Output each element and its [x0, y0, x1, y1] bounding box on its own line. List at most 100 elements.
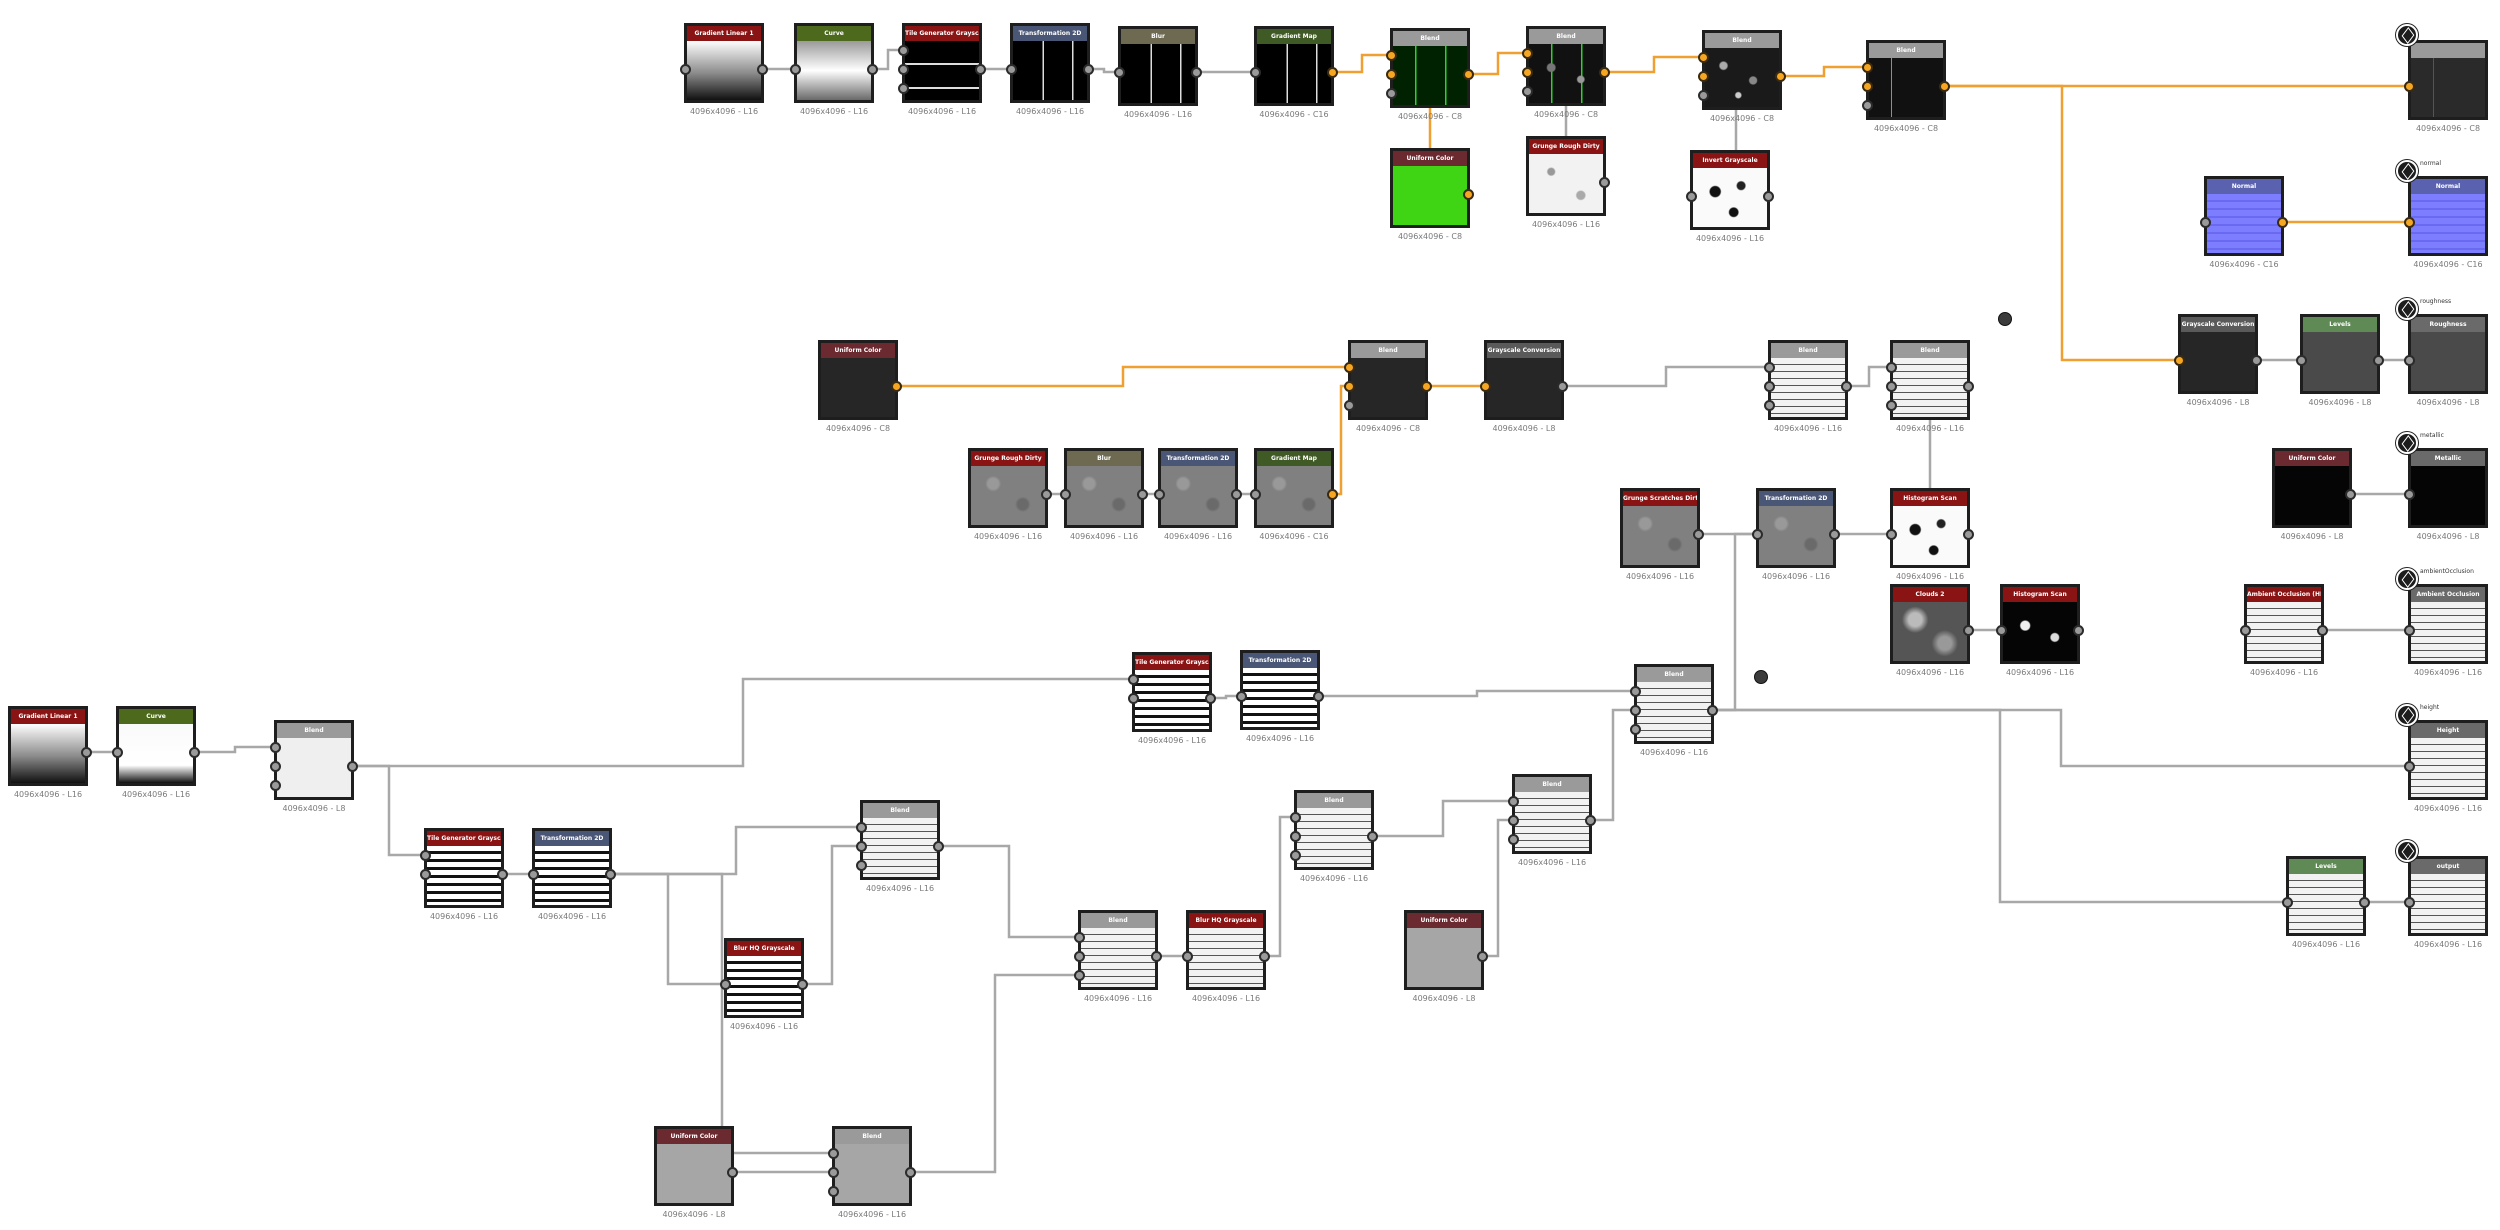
input-port[interactable] — [2404, 81, 2415, 92]
input-port[interactable] — [1862, 81, 1873, 92]
input-port[interactable] — [1886, 400, 1897, 411]
output-port[interactable] — [605, 869, 616, 880]
input-port[interactable] — [2174, 355, 2185, 366]
output-port[interactable] — [497, 869, 508, 880]
output-port[interactable] — [1137, 489, 1148, 500]
input-port[interactable] — [1698, 52, 1709, 63]
input-port[interactable] — [420, 869, 431, 880]
input-port[interactable] — [1686, 191, 1697, 202]
output-port[interactable] — [2373, 355, 2384, 366]
output-cube-icon[interactable] — [2396, 24, 2418, 46]
output-port[interactable] — [1327, 67, 1338, 78]
output-port[interactable] — [797, 979, 808, 990]
node-o1[interactable]: 4096x4096 - C8 — [2404, 40, 2488, 133]
output-port[interactable] — [1599, 67, 1610, 78]
output-port[interactable] — [975, 64, 986, 75]
output-port[interactable] — [1421, 381, 1432, 392]
input-port[interactable] — [1522, 67, 1533, 78]
input-port[interactable] — [1764, 400, 1775, 411]
output-port[interactable] — [1841, 381, 1852, 392]
output-port[interactable] — [727, 1167, 738, 1178]
input-port[interactable] — [1630, 686, 1641, 697]
input-port[interactable] — [828, 1186, 839, 1197]
input-port[interactable] — [1386, 88, 1397, 99]
output-port[interactable] — [1939, 81, 1950, 92]
input-port[interactable] — [1764, 362, 1775, 373]
input-port[interactable] — [1250, 489, 1261, 500]
output-port[interactable] — [1963, 529, 1974, 540]
input-port[interactable] — [1074, 970, 1085, 981]
input-port[interactable] — [2404, 489, 2415, 500]
input-port[interactable] — [1344, 362, 1355, 373]
output-port[interactable] — [1775, 71, 1786, 82]
input-port[interactable] — [1886, 362, 1897, 373]
input-port[interactable] — [828, 1167, 839, 1178]
input-port[interactable] — [1996, 625, 2007, 636]
output-port[interactable] — [2345, 489, 2356, 500]
input-port[interactable] — [856, 841, 867, 852]
output-port[interactable] — [891, 381, 902, 392]
input-port[interactable] — [790, 64, 801, 75]
output-port[interactable] — [1205, 693, 1216, 704]
input-port[interactable] — [2296, 355, 2307, 366]
node-ao1[interactable]: Ambient Occlusion (HBAO)4096x4096 - L16 — [2240, 584, 2328, 677]
input-port[interactable] — [680, 64, 691, 75]
input-port[interactable] — [1480, 381, 1491, 392]
output-port[interactable] — [1477, 951, 1488, 962]
output-port[interactable] — [1963, 381, 1974, 392]
input-port[interactable] — [1290, 812, 1301, 823]
input-port[interactable] — [720, 979, 731, 990]
input-port[interactable] — [1862, 100, 1873, 111]
input-port[interactable] — [2404, 625, 2415, 636]
input-port[interactable] — [1386, 50, 1397, 61]
input-port[interactable] — [1154, 489, 1165, 500]
reroute-dot[interactable] — [1998, 312, 2012, 326]
input-port[interactable] — [1764, 381, 1775, 392]
output-port[interactable] — [1327, 489, 1338, 500]
input-port[interactable] — [1006, 64, 1017, 75]
input-port[interactable] — [1290, 850, 1301, 861]
output-port[interactable] — [867, 64, 878, 75]
output-port[interactable] — [1367, 831, 1378, 842]
input-port[interactable] — [1060, 489, 1071, 500]
input-port[interactable] — [270, 780, 281, 791]
input-port[interactable] — [1752, 529, 1763, 540]
input-port[interactable] — [2240, 625, 2251, 636]
input-port[interactable] — [1886, 529, 1897, 540]
input-port[interactable] — [528, 869, 539, 880]
input-port[interactable] — [856, 822, 867, 833]
output-cube-icon[interactable] — [2396, 568, 2418, 590]
output-port[interactable] — [2073, 625, 2084, 636]
output-port[interactable] — [189, 747, 200, 758]
output-port[interactable] — [757, 64, 768, 75]
